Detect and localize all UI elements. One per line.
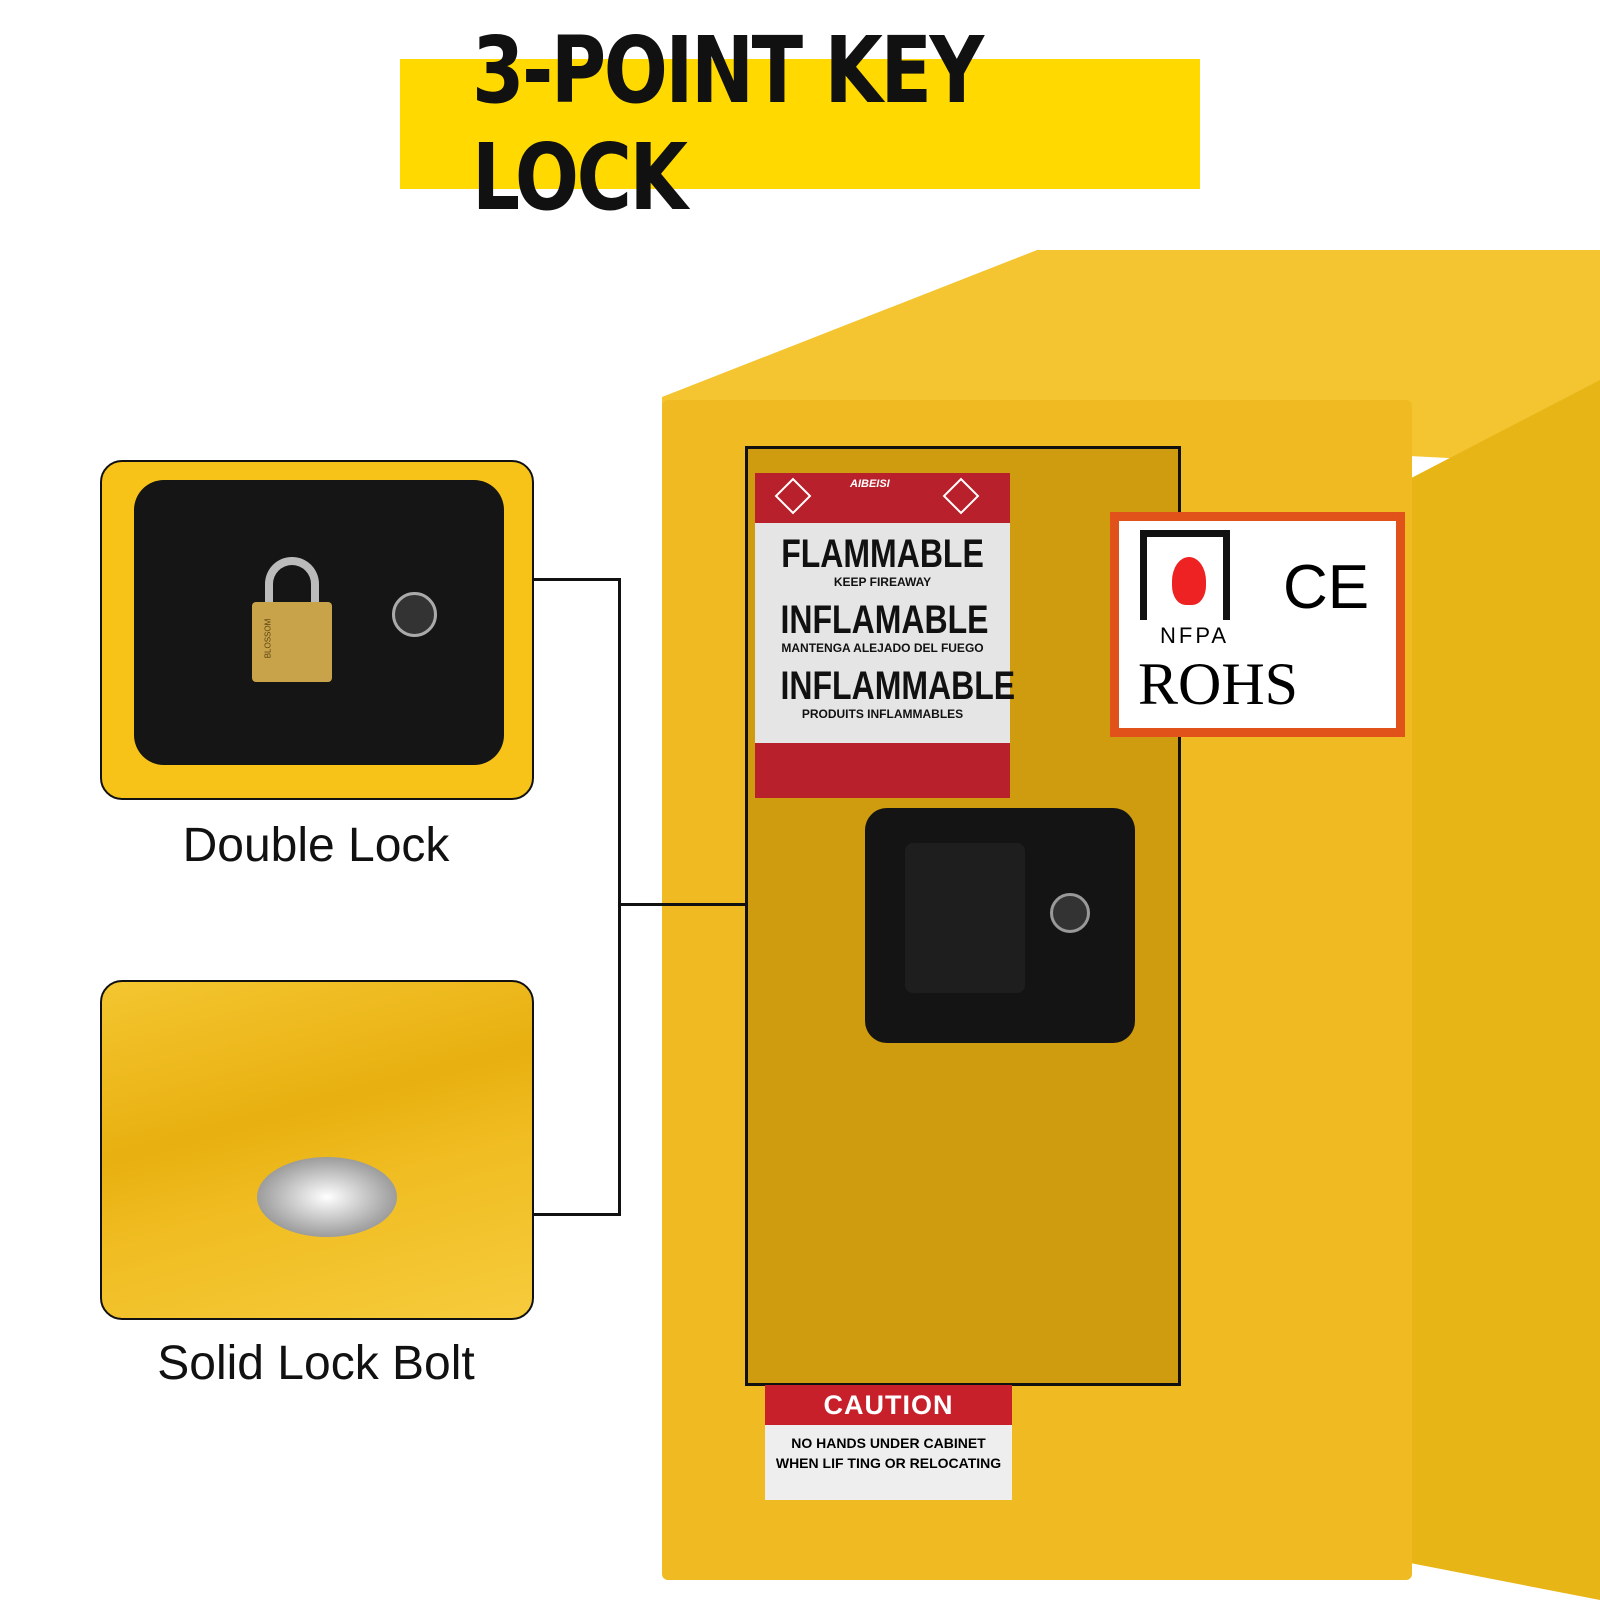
fire-icon [1172,557,1206,605]
rohs-text: ROHS [1138,651,1299,717]
nfpa-text: NFPA [1160,623,1230,648]
nfpa-logo [1140,530,1230,620]
label-line: INFLAMMABLE [780,664,1016,708]
double-lock-inset: BLOSSOM [100,460,534,800]
lock-bolt-inset [100,980,534,1320]
inset-caption: Double Lock [182,819,450,872]
cabinet-side [1412,380,1600,1600]
label-sub: MANTENGA ALEJADO DEL FUEGO [781,641,984,655]
title-text: 3-POINT KEY LOCK [472,17,984,231]
caution-text: NO HANDS UNDER CABINET [791,1435,986,1451]
label-line: FLAMMABLE [781,532,984,576]
connector-line [534,578,620,581]
label-sub: KEEP FIREAWAY [833,575,932,589]
caution-label: CAUTION NO HANDS UNDER CABINET WHEN LIF … [765,1385,1012,1500]
padlock-icon [252,602,332,682]
padlock-brand: BLOSSOM [263,618,273,659]
brand-logo: AIBEISI [850,478,890,490]
padlock-shackle [265,557,319,617]
label-sub: PRODUITS INFLAMMABLES [801,707,964,721]
keyhole-icon [1050,893,1090,933]
caution-title: CAUTION [765,1385,1012,1425]
flammable-label: FLAMMABLE KEEP FIREAWAY INFLAMABLE MANTE… [755,473,1016,798]
caution-text: WHEN LIF TING OR RELOCATING [775,1455,1002,1471]
title-banner: 3-POINT KEY LOCK [400,17,1200,231]
inset-caption: Solid Lock Bolt [157,1337,475,1390]
door-lock-handle[interactable] [865,808,1135,1043]
key-icon [392,592,437,637]
connector-line [618,578,621,1216]
bolt-icon [257,1157,397,1237]
certification-label [1110,512,1405,737]
connector-line [618,903,745,906]
ce-mark: CE [1283,553,1370,622]
label-line: INFLAMABLE [780,598,989,642]
connector-line [534,1213,620,1216]
